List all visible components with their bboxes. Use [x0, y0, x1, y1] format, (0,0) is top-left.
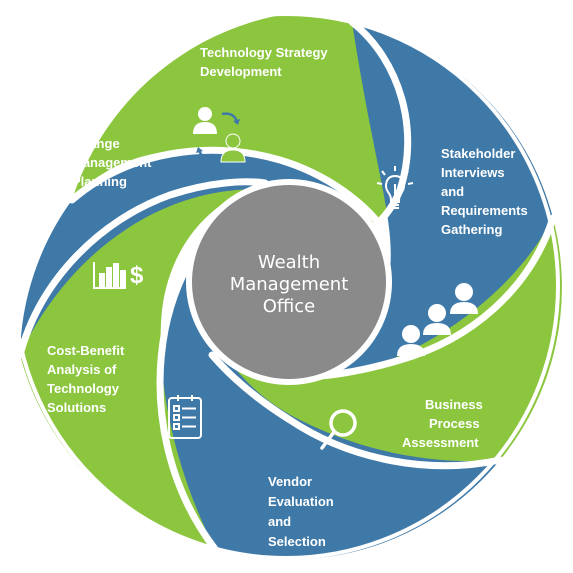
center-circle[interactable]	[192, 185, 386, 379]
label-line: Process	[429, 416, 480, 431]
svg-text:$: $	[130, 262, 144, 289]
center-title-line-2: Management	[230, 274, 349, 295]
label-line: Evaluation	[268, 494, 334, 509]
label-line: Interviews	[441, 165, 505, 180]
label-line: and	[441, 184, 464, 199]
label-business-process: Business Process Assessment	[402, 397, 483, 450]
label-line: and	[268, 514, 291, 529]
label-line: Management	[72, 155, 152, 170]
label-line: Stakeholder	[441, 146, 515, 161]
segment-cost-benefit[interactable]	[20, 181, 265, 549]
segment-stakeholder[interactable]	[300, 22, 553, 377]
checklist-icon	[168, 395, 202, 439]
label-line: Technology	[47, 381, 120, 396]
label-line: Gathering	[441, 222, 502, 237]
label-tech-strategy: Technology Strategy Development	[200, 45, 328, 79]
label-line: Cost-Benefit	[47, 343, 125, 358]
chart-dollar-icon: $	[93, 262, 144, 289]
label-line: Selection	[268, 534, 326, 549]
magnifier-icon	[320, 409, 357, 450]
swirl-separators	[16, 18, 557, 553]
label-line: Analysis of	[47, 362, 117, 377]
label-line: Solutions	[47, 400, 106, 415]
outer-rim	[12, 12, 560, 560]
label-line: Requirements	[441, 203, 528, 218]
label-line: Planning	[72, 174, 127, 189]
label-line: Change	[72, 136, 120, 151]
users-exchange-icon	[193, 107, 246, 163]
label-line: Vendor	[268, 474, 312, 489]
label-stakeholder: Stakeholder Interviews and Requirements …	[441, 146, 528, 237]
label-cost-benefit: Cost-Benefit Analysis of Technology Solu…	[47, 343, 125, 415]
label-line: Business	[425, 397, 483, 412]
center-title-line-1: Wealth	[258, 252, 320, 273]
segment-change-mgmt[interactable]	[20, 150, 380, 355]
segment-vendor[interactable]	[160, 255, 500, 560]
people-group-icon	[397, 283, 478, 356]
lightbulb-icon	[376, 166, 414, 209]
center-title-line-3: Office	[263, 296, 316, 317]
segment-business-process[interactable]	[212, 218, 562, 466]
label-change-mgmt: Change Management Planning	[72, 136, 152, 189]
label-line: Assessment	[402, 435, 479, 450]
label-line: Technology Strategy	[200, 45, 328, 60]
label-vendor: Vendor Evaluation and Selection	[268, 474, 334, 549]
label-line: Development	[200, 64, 282, 79]
